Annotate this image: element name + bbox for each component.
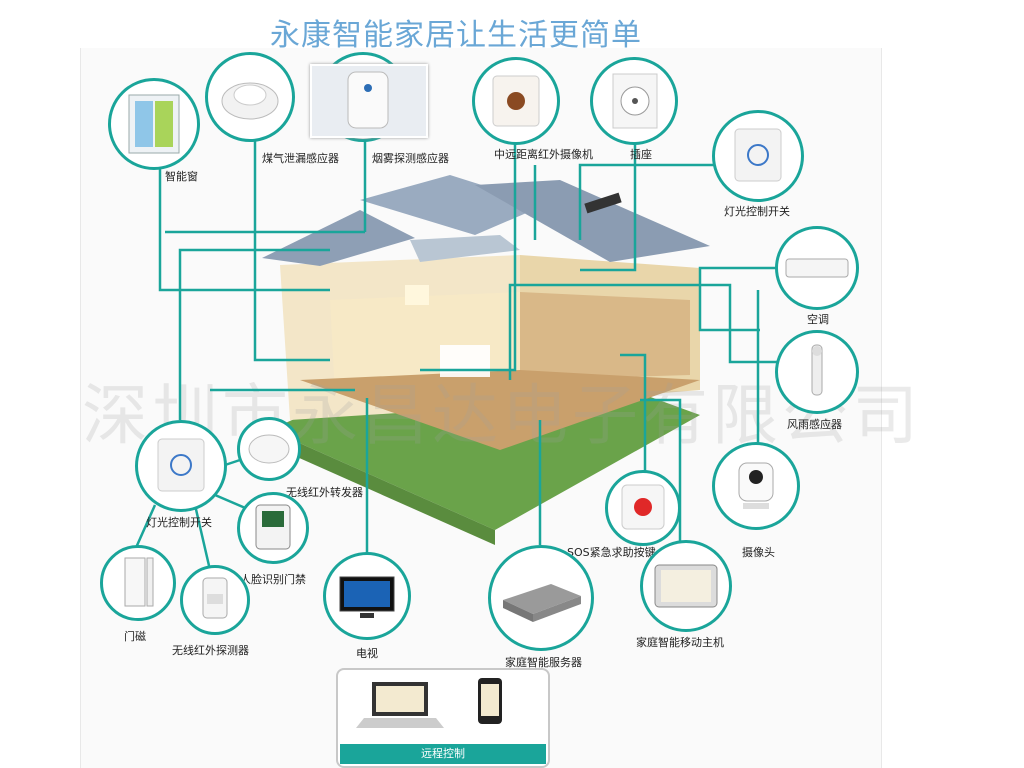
window-icon — [128, 94, 180, 154]
tv-icon — [339, 576, 395, 618]
ir-forwarder-icon — [248, 434, 290, 464]
switch-icon — [734, 128, 782, 182]
wire-window — [158, 130, 330, 292]
server-box-icon — [503, 584, 581, 622]
wire-ircam — [420, 140, 517, 372]
label-door-magnet: 门磁 — [124, 630, 146, 643]
wire-ac — [698, 266, 780, 332]
label-ir-forwarder: 无线红外转发器 — [286, 486, 363, 499]
face-access-node[interactable] — [237, 492, 309, 564]
label-socket: 插座 — [630, 148, 652, 161]
remote-control-panel[interactable]: 远程控制 — [336, 668, 550, 768]
wind-rain-node[interactable] — [775, 330, 859, 414]
label-light-switch-top: 灯光控制开关 — [724, 205, 790, 218]
socket-icon — [612, 73, 658, 129]
page-title: 永康智能家居让生活更简单 — [270, 18, 642, 53]
label-ir-detector: 无线红外探测器 — [172, 644, 249, 657]
server-node[interactable] — [488, 545, 594, 651]
tablet-host-icon — [654, 564, 718, 608]
door-magnet-node[interactable] — [100, 545, 176, 621]
label-gas-sensor: 煤气泄漏感应器 — [262, 152, 339, 165]
door-magnet-icon — [124, 557, 154, 607]
label-wind-rain: 风雨感应器 — [787, 418, 842, 431]
mobile-host-node[interactable] — [640, 540, 732, 632]
label-sos: SOS紧急求助按键 — [567, 546, 656, 559]
wire-door — [133, 504, 157, 551]
ac-node[interactable] — [775, 226, 859, 310]
socket-node[interactable] — [590, 57, 678, 145]
camera-node[interactable] — [712, 442, 800, 530]
label-smoke-sensor: 烟雾探测感应器 — [372, 152, 449, 165]
wire-gas — [253, 140, 330, 362]
wire-sos — [620, 353, 647, 475]
gas-sensor-node[interactable] — [205, 52, 295, 142]
switch-icon — [157, 438, 205, 492]
label-ac: 空调 — [807, 313, 829, 326]
wire-switch-left — [178, 248, 330, 420]
label-smart-window: 智能窗 — [165, 170, 198, 183]
label-face-access: 人脸识别门禁 — [240, 573, 306, 586]
ir-camera-icon — [492, 75, 540, 127]
label-tv: 电视 — [356, 647, 378, 660]
gas-sensor-icon — [221, 82, 279, 120]
label-camera: 摄像头 — [742, 546, 775, 559]
label-ir-camera: 中远距离红外摄像机 — [494, 148, 593, 161]
wire-switch-top — [578, 163, 715, 240]
camera-icon — [738, 462, 774, 509]
smoke-sensor-photo — [310, 64, 428, 138]
sos-node[interactable] — [605, 470, 681, 546]
ir-detector-node[interactable] — [180, 565, 250, 635]
wire-mobile — [640, 398, 682, 545]
wire-socket — [580, 135, 637, 272]
label-server: 家庭智能服务器 — [505, 656, 582, 669]
ir-detector-icon — [202, 577, 228, 619]
smart-window-node[interactable] — [108, 78, 200, 170]
wire-wind — [508, 283, 780, 380]
light-switch-top-node[interactable] — [712, 110, 804, 202]
remote-control-label: 远程控制 — [340, 744, 546, 764]
laptop-phone-icon — [356, 678, 502, 728]
sos-button-icon — [621, 484, 665, 530]
label-light-switch-left: 灯光控制开关 — [146, 516, 212, 529]
ir-forwarder-node[interactable] — [237, 417, 301, 481]
light-switch-left-node[interactable] — [135, 420, 227, 512]
ir-camera-node[interactable] — [472, 57, 560, 145]
wind-rain-sensor-icon — [811, 344, 823, 396]
label-mobile-host: 家庭智能移动主机 — [636, 636, 724, 649]
air-conditioner-icon — [785, 258, 849, 278]
wire-ir — [193, 504, 212, 571]
tv-node[interactable] — [323, 552, 411, 640]
face-recognition-icon — [255, 504, 291, 550]
